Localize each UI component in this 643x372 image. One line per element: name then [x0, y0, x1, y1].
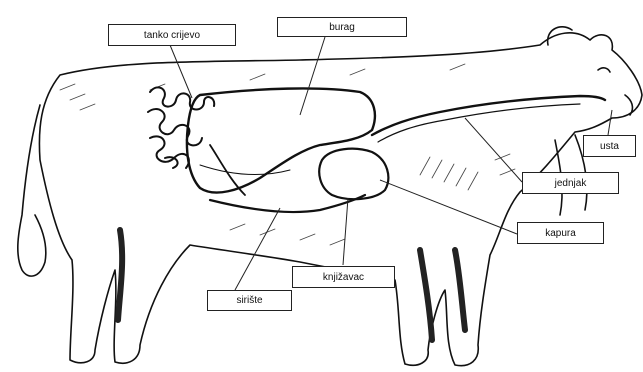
label-siriste: sirište: [207, 290, 292, 311]
leader-burag: [300, 37, 325, 115]
leader-kapura: [380, 180, 517, 234]
label-knjizavac: knjižavac: [292, 266, 395, 288]
cow-eye: [598, 68, 610, 72]
label-usta: usta: [583, 135, 636, 157]
body-hatching: [60, 64, 515, 245]
leader-jednjak: [465, 118, 522, 182]
cow-tail: [18, 105, 46, 276]
reticulum: [319, 149, 388, 199]
cow-ear: [548, 27, 572, 45]
label-jednjak: jednjak: [522, 172, 619, 194]
leader-knjizavac: [343, 198, 348, 265]
label-kapura: kapura: [517, 222, 604, 244]
esophagus-inner: [378, 104, 580, 142]
label-tanko-crijevo: tanko crijevo: [108, 24, 236, 46]
leader-siriste: [235, 208, 280, 290]
small-intestine: [148, 87, 214, 168]
cow-body-outline: [39, 33, 642, 366]
leader-usta: [608, 110, 612, 135]
label-burag: burag: [277, 17, 407, 37]
cow-muzzle: [625, 95, 632, 115]
leader-tanko-crijevo: [170, 45, 192, 98]
